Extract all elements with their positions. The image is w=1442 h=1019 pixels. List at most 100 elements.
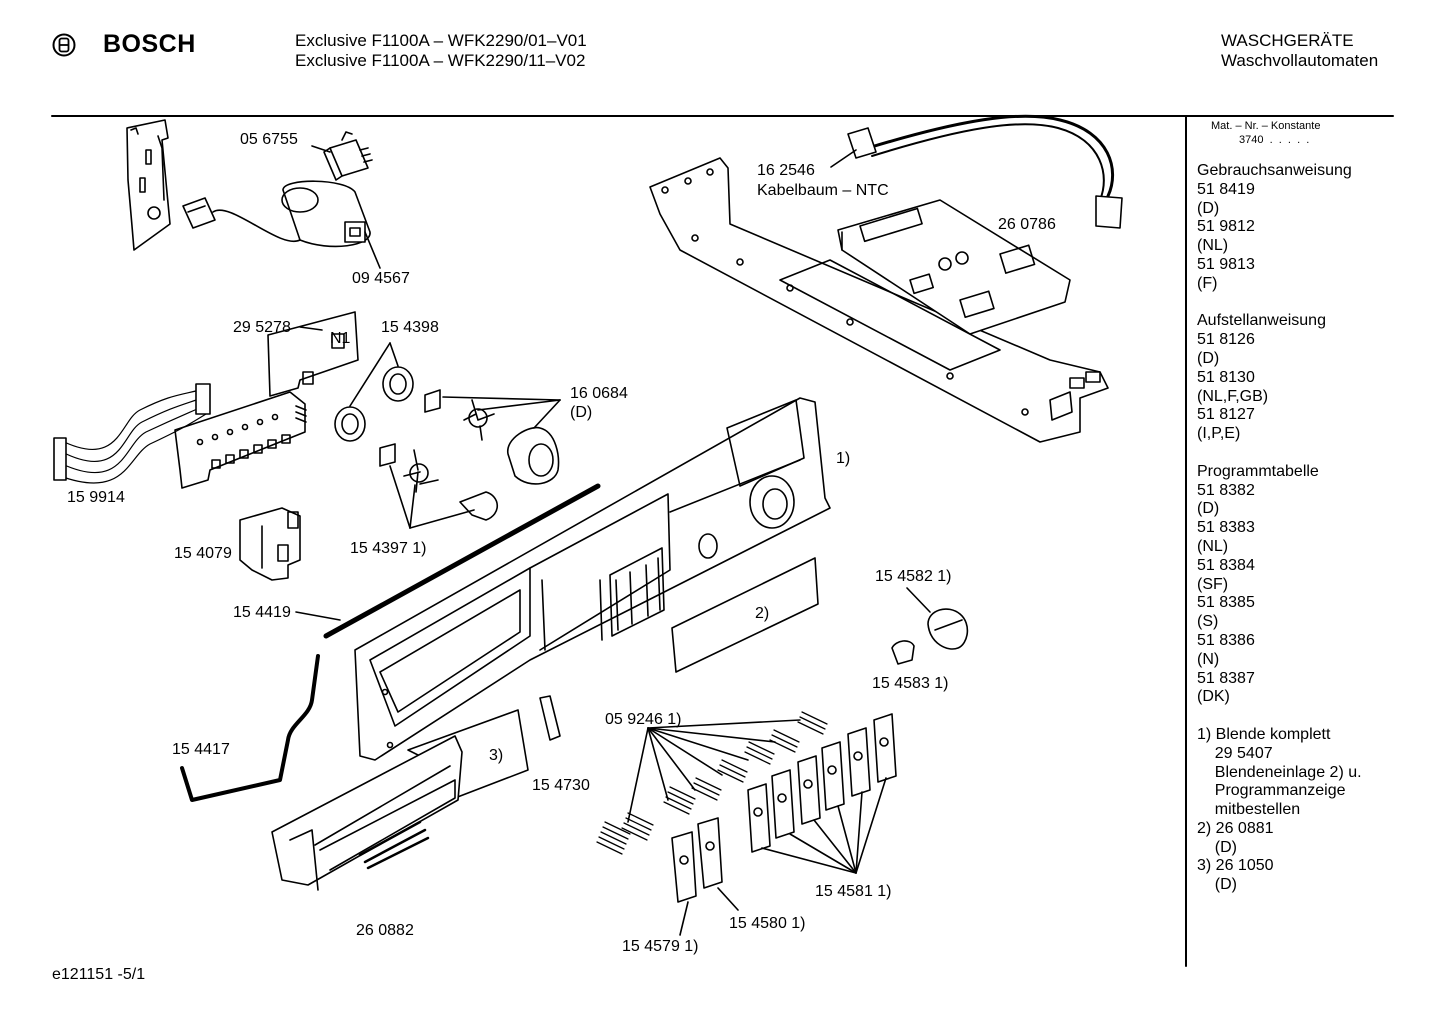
leader-059246-6 [647,727,669,801]
leader-154581-5 [855,791,863,874]
control-panel [354,397,831,761]
sidebar-line: (DK) [1197,688,1230,706]
sidebar-line: Programmtabelle [1197,462,1319,480]
ribbon-cable [53,383,211,484]
label-154583: 15 4583 1) [872,675,949,692]
sidebar-line: Gebrauchsanweisung [1197,162,1352,179]
label-094567: 09 4567 [352,270,410,287]
insert-2 [671,557,819,673]
sidebar-line: 1) Blende komplett [1197,725,1331,743]
sidebar-line: 3) 26 1050 [1197,857,1274,875]
leader-154398-b [349,342,391,407]
sidebar-line [1197,444,1362,463]
leader-059246-4 [647,727,723,776]
label-ref-1: 1) [836,450,851,467]
leader-154581-2 [789,833,857,874]
pcb-module [837,199,1071,335]
label-154397: 15 4397 1) [350,540,427,557]
label-154417: 15 4417 [172,741,230,758]
leader-059246-2 [647,727,776,743]
label-162546: 16 2546 [757,162,815,179]
model-line-2: Exclusive F1100A – WFK2290/11–V02 [295,51,586,70]
label-154398: 15 4398 [381,319,439,336]
leader-154580 [717,887,739,911]
leader-059246-3 [647,727,749,761]
sidebar-line: (D) [1197,876,1237,894]
label-154581: 15 4581 1) [815,883,892,900]
door-switch [239,507,301,581]
leader-056755 [311,145,331,153]
sidebar-line: 51 8383 [1197,519,1255,537]
leader-154581-4 [837,805,857,874]
label-154580: 15 4580 1) [729,915,806,932]
leader-154397-a [389,465,411,529]
sidebar-line: (D) [1197,349,1220,367]
leader-059246-1 [647,719,801,729]
mounting-bracket [126,119,171,251]
display-pcb [174,311,359,489]
frame-wire [180,654,320,802]
leader-154397-c [409,484,416,529]
label-295278: 29 5278 [233,319,291,336]
label-154582: 15 4582 1) [875,568,952,585]
sidebar-line: (NL) [1197,237,1229,255]
label-160684: 16 0684 [570,385,628,402]
top-bracket [649,157,1109,443]
label-154730: 15 4730 [532,777,590,794]
sidebar-line: (SF) [1197,575,1229,593]
mat-nr-label: Mat. – Nr. – Konstante [1211,120,1321,132]
leader-154581-1 [761,847,857,874]
label-154419: 15 4419 [233,604,291,621]
label-160684-variant: (D) [570,404,593,421]
sidebar-line: 51 8130 [1197,368,1255,386]
sidebar-line: 51 8127 [1197,406,1255,424]
model-line-1: Exclusive F1100A – WFK2290/01–V01 [295,31,587,50]
knob-set [334,366,560,521]
sidebar-line: Blendeneinlage 2) u. [1197,763,1362,781]
sidebar-line [1197,707,1362,726]
sidebar-line: (N) [1197,650,1220,668]
springs [596,711,828,855]
small-knobs [891,608,969,665]
leader-094567 [364,231,381,269]
category-line-2: Waschvollautomaten [1221,51,1379,70]
relay [323,131,373,181]
capacitor [182,180,371,248]
leader-160684-c [442,396,561,401]
sidebar-line: (D) [1197,199,1220,217]
sidebar-line: 51 8126 [1197,331,1255,349]
sidebar-line: (F) [1197,274,1218,292]
drawing-id: e121151 -5/1 [52,966,146,983]
leader-295278 [299,326,323,331]
sidebar-line: mitbestellen [1197,801,1301,819]
sidebar-line: 29 5407 [1197,744,1273,762]
sidebar-line: Programmanzeige [1197,782,1346,800]
leader-154397-b [409,509,475,529]
sidebar-line: 51 8387 [1197,669,1255,687]
leader-154398-a [389,342,399,367]
category-line-1: WASCHGERÄTE [1221,31,1354,50]
clips [671,713,897,903]
leader-059246-7 [627,727,649,823]
sidebar-line: (D) [1197,838,1237,856]
label-059246: 05 9246 1) [605,711,682,728]
label-154079: 15 4079 [174,545,232,562]
sidebar-line: 51 9813 [1197,255,1255,273]
sidebar-line: 51 8385 [1197,594,1255,612]
label-159914: 15 9914 [67,489,125,506]
detergent-drawer [271,735,463,891]
label-260882: 26 0882 [356,922,414,939]
sidebar-line: 51 9812 [1197,218,1255,236]
sidebar-line: (NL) [1197,537,1229,555]
sidebar-line: (S) [1197,613,1219,631]
label-kabelbaum-ntc: Kabelbaum – NTC [757,182,889,199]
brand-name: BOSCH [103,30,196,58]
sidebar-line: (D) [1197,500,1220,518]
leader-162546 [830,149,857,168]
leader-154582 [906,587,931,613]
leader-154419 [295,611,341,621]
sidebar-line: (NL,F,GB) [1197,387,1269,405]
leader-154581-6 [855,777,887,874]
